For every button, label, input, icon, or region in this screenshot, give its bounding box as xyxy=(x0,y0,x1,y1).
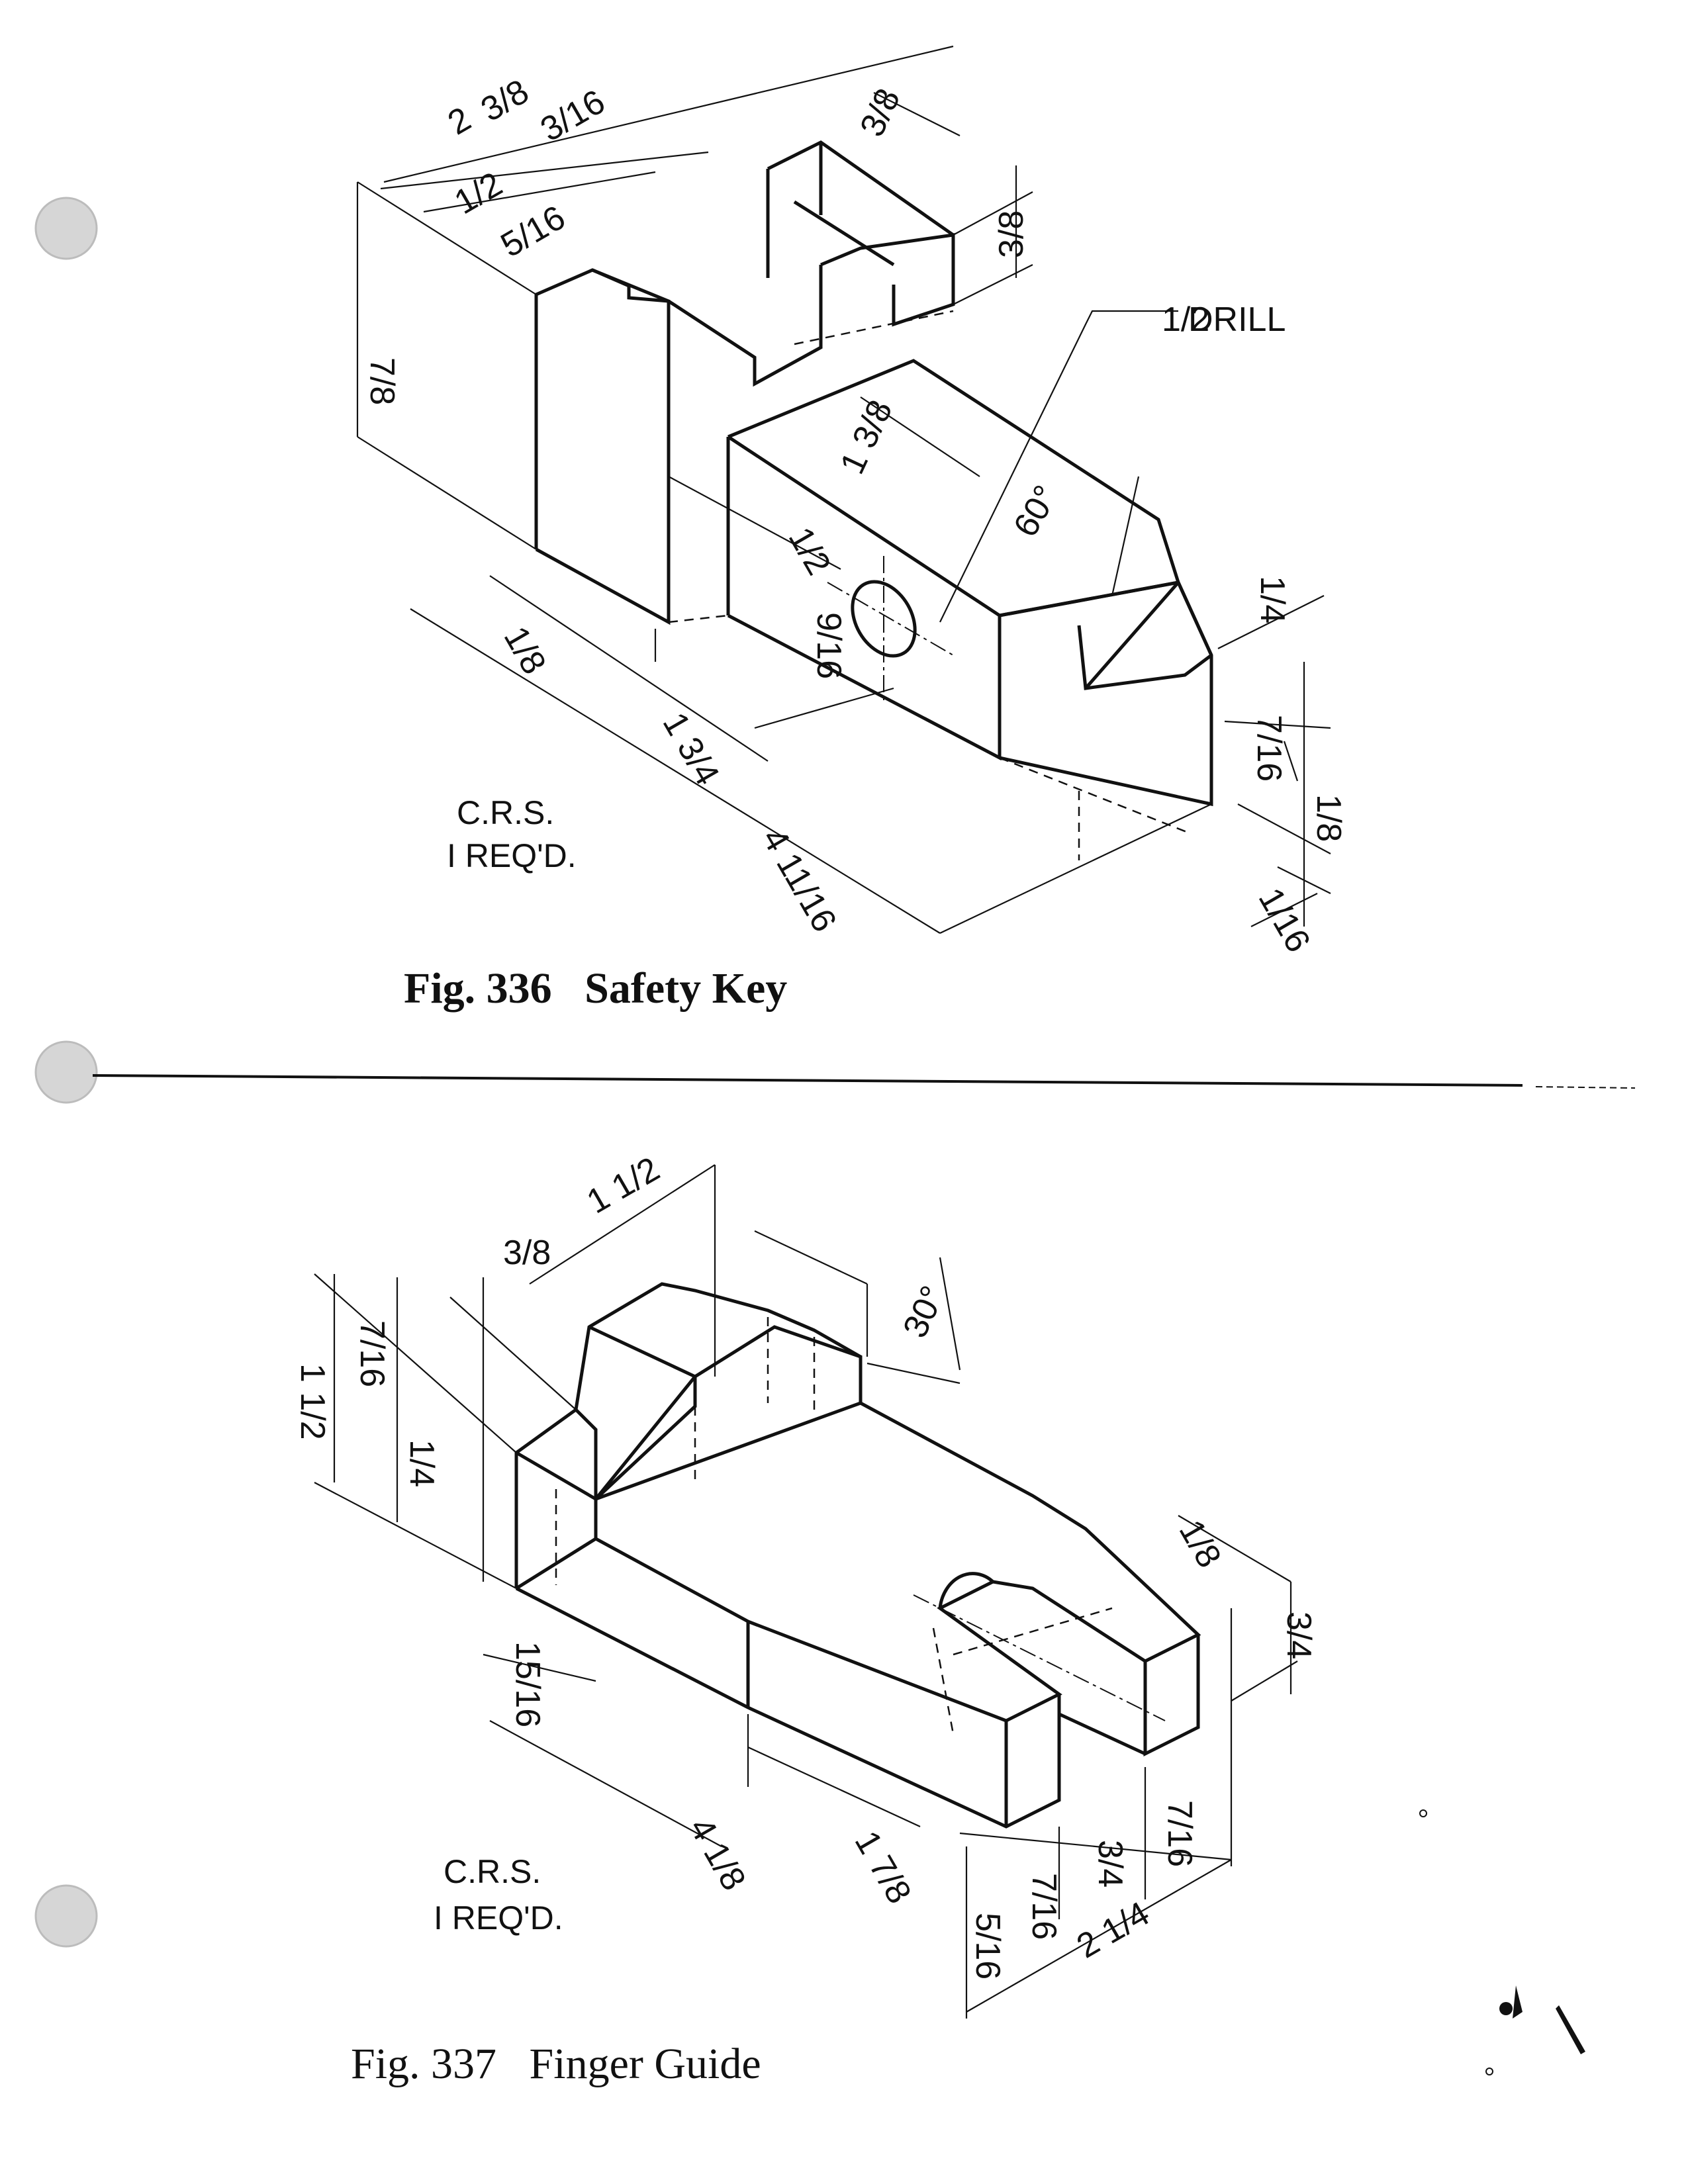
dim-text: 1 1/2 xyxy=(293,1363,332,1440)
dim-text: 7/16 xyxy=(353,1320,391,1387)
binder-hole-bottom xyxy=(34,1884,98,1948)
safety-key-drawing: 2 3/8 3/16 3/8 1/2 5/16 3/8 7/8 1 3/8 1/… xyxy=(356,45,1348,1013)
dim-text: 3/8 xyxy=(853,83,908,142)
dim-text: 3/8 xyxy=(992,210,1031,258)
dim-text: 1/2 xyxy=(781,521,838,582)
dim-text: 5/16 xyxy=(968,1913,1007,1979)
dim-text: 1/4 xyxy=(1253,576,1291,623)
dim-text: 3/4 xyxy=(1091,1840,1129,1888)
dim-text: 3/8 xyxy=(503,1234,551,1272)
quantity-note: I REQ'D. xyxy=(447,837,577,874)
dim-text: 5/16 xyxy=(494,199,572,265)
ink-specks xyxy=(1419,1809,1585,2075)
binder-hole-middle xyxy=(34,1040,98,1104)
dim-text: 7/16 xyxy=(1160,1800,1199,1867)
dim-text: 3/16 xyxy=(534,83,612,150)
dim-text: 1 7/8 xyxy=(847,1825,919,1910)
dim-text: 4 11/16 xyxy=(755,822,844,938)
material-note: C.R.S. xyxy=(457,794,554,831)
dim-text: 2 1/4 xyxy=(1070,1894,1156,1966)
dim-text: 1 3/4 xyxy=(655,706,727,792)
dim-text: 2 xyxy=(442,100,477,143)
dim-text: 9/16 xyxy=(810,612,848,679)
dim-text: 60° xyxy=(1006,479,1066,543)
dim-text: 3/4 xyxy=(1280,1612,1318,1659)
dim-text: 7/16 xyxy=(1025,1873,1063,1940)
dim-text: 30° xyxy=(896,1280,953,1343)
dim-text: 1/2 xyxy=(1162,300,1209,339)
binder-hole-top xyxy=(34,197,98,260)
dim-text: 1/4 xyxy=(402,1439,441,1487)
dim-text: 1/16 xyxy=(1251,882,1318,959)
drill-callout: DRILL xyxy=(1188,300,1286,339)
dim-text: 3/8 xyxy=(475,72,536,129)
dim-text: 1/2 xyxy=(448,165,509,222)
figure-caption: Fig. 337 Finger Guide xyxy=(351,2040,761,2088)
quantity-note: I REQ'D. xyxy=(434,1899,563,1936)
divider-line-tail xyxy=(1535,1086,1636,1089)
dim-text: 15/16 xyxy=(508,1641,547,1727)
dim-text: 1 1/2 xyxy=(581,1150,666,1221)
divider-line xyxy=(92,1074,1523,1087)
dim-text: 7/16 xyxy=(1250,715,1288,782)
dim-text: 4 1/8 xyxy=(682,1811,753,1897)
dim-text: 1/8 xyxy=(496,620,553,681)
figure-caption: Fig. 336 Safety Key xyxy=(404,964,787,1013)
material-note: C.R.S. xyxy=(444,1853,541,1890)
dim-text: 1/8 xyxy=(1172,1514,1229,1574)
dim-text: 1/8 xyxy=(1309,794,1348,842)
finger-guide-drawing: 1 1/2 3/8 30° 7/16 1 1/2 1/4 15/16 1/8 3… xyxy=(293,1150,1318,2088)
dim-text: 7/8 xyxy=(363,357,401,405)
dim-text: 1 3/8 xyxy=(833,394,900,480)
